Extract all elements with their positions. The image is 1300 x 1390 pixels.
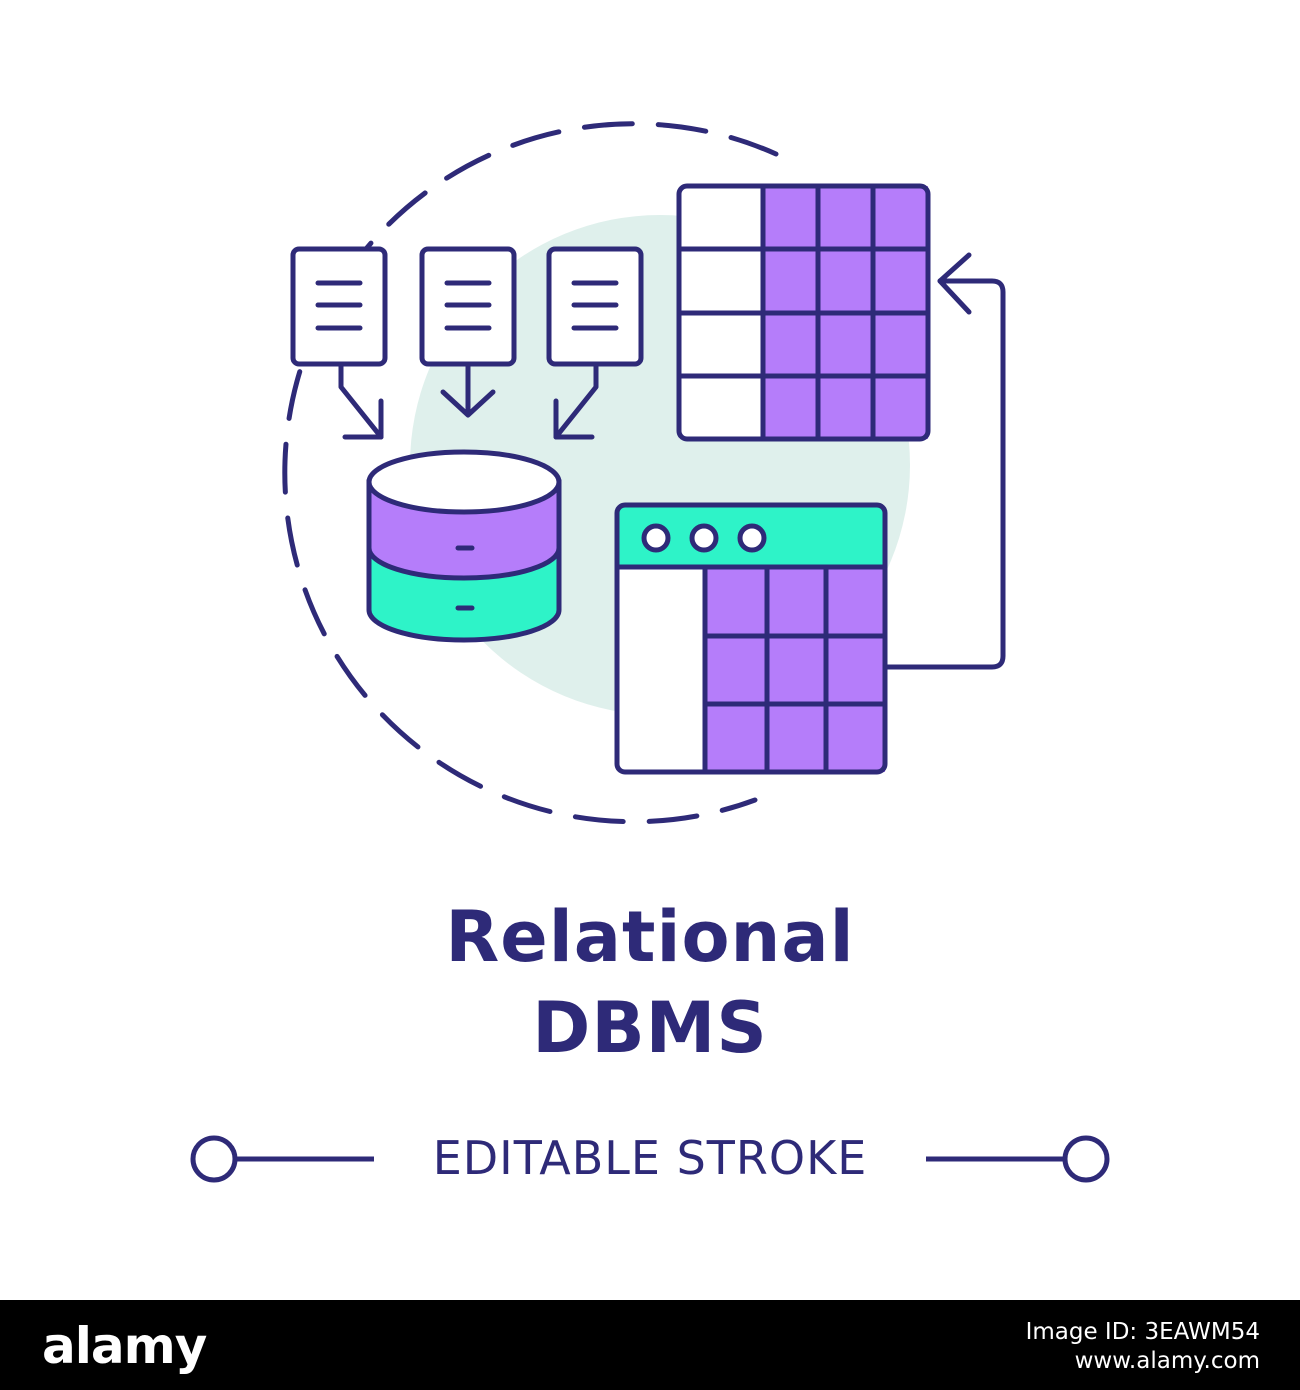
table-grid-icon	[676, 183, 931, 442]
image-id: Image ID: 3EAWM54	[1025, 1319, 1260, 1345]
page-title-line-2: DBMS	[532, 987, 768, 1069]
editable-stroke-decoration	[190, 1135, 1110, 1183]
relational-dbms-illustration	[282, 121, 1006, 825]
stroke-handle-right-icon	[1062, 1135, 1110, 1183]
site-link[interactable]: www.alamy.com	[1074, 1348, 1260, 1374]
dashed-ring	[282, 121, 779, 825]
brand-logo[interactable]: alamy	[42, 1317, 207, 1375]
document-icon	[419, 246, 517, 367]
down-arrow-icon	[440, 361, 496, 418]
document-icon	[546, 246, 644, 367]
database-icon	[366, 449, 562, 643]
page-title-line-1: Relational	[445, 896, 855, 978]
down-arrow-icon	[553, 361, 599, 440]
window-dot	[737, 523, 767, 553]
browser-table-icon	[614, 502, 888, 775]
document-icon	[290, 246, 388, 367]
return-arrow-icon	[882, 252, 1006, 670]
editable-stroke-label: EDITABLE STROKE	[432, 1131, 868, 1185]
window-dot	[641, 523, 671, 553]
window-dot	[689, 523, 719, 553]
down-arrow-icon	[338, 361, 384, 440]
stock-footer: alamy Image ID: 3EAWM54 www.alamy.com	[0, 1300, 1300, 1390]
image-meta: Image ID: 3EAWM54 www.alamy.com	[1026, 1318, 1260, 1376]
